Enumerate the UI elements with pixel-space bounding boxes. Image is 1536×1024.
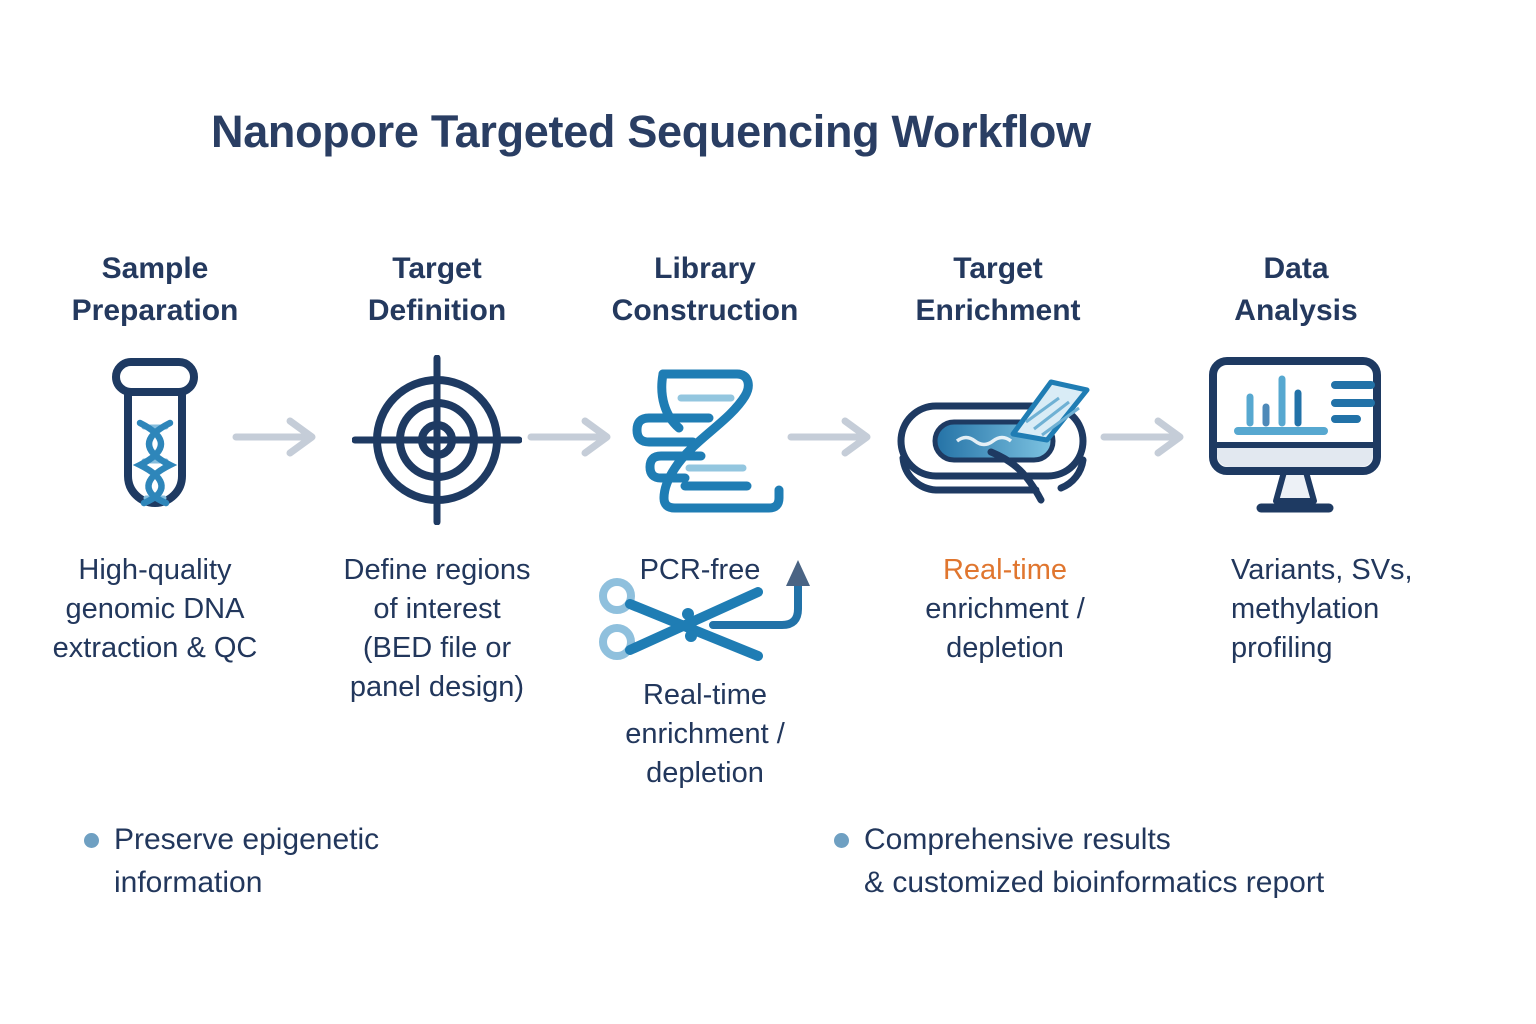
- step-label-target-definition: Target Definition: [367, 252, 507, 327]
- step-label-sample-preparation: Sample Preparation: [71, 252, 239, 327]
- page-title: Nanopore Targeted Sequencing Workflow: [211, 106, 1091, 157]
- realtime-highlight: Real-time: [942, 554, 1068, 586]
- flow-cell-icon: [897, 379, 1090, 504]
- step-label-target-enrichment: Target Enrichment: [915, 252, 1081, 327]
- step-label-data-analysis: Data Analysis: [1234, 252, 1358, 327]
- monitor-bar-chart-icon: [1209, 357, 1381, 513]
- right-arrow-icon: [787, 417, 871, 457]
- bullet-dot-icon: [834, 833, 849, 848]
- target-crosshair-icon: [352, 355, 522, 525]
- step-desc-library-construction: Real-time enrichment / depletion: [625, 679, 785, 789]
- right-arrow-icon: [1100, 417, 1184, 457]
- right-arrow-icon: [527, 417, 611, 457]
- realtime-rest: enrichment / depletion: [925, 593, 1085, 664]
- step-desc-target-definition: Define regions of interest (BED file or …: [343, 554, 531, 703]
- step-label-library-construction: Library Construction: [611, 252, 799, 327]
- bullet-comprehensive-results: Comprehensive results & customized bioin…: [864, 823, 1325, 899]
- pcr-free-label: PCR-free: [639, 554, 761, 586]
- test-tube-dna-icon: [112, 358, 198, 507]
- step-desc-data-analysis: Variants, SVs, methylation profiling: [1231, 554, 1413, 664]
- step-desc-target-enrichment: Real-time enrichment / depletion: [865, 551, 1145, 668]
- bullet-dot-icon: [84, 833, 99, 848]
- scissors-cut-arrow-icon: [599, 560, 810, 661]
- step-desc-sample-preparation: High-quality genomic DNA extraction & QC: [52, 554, 258, 664]
- right-arrow-icon: [232, 417, 316, 457]
- bullet-preserve-epigenetic: Preserve epigenetic information: [114, 823, 380, 899]
- dna-fragment-icon: [632, 369, 784, 513]
